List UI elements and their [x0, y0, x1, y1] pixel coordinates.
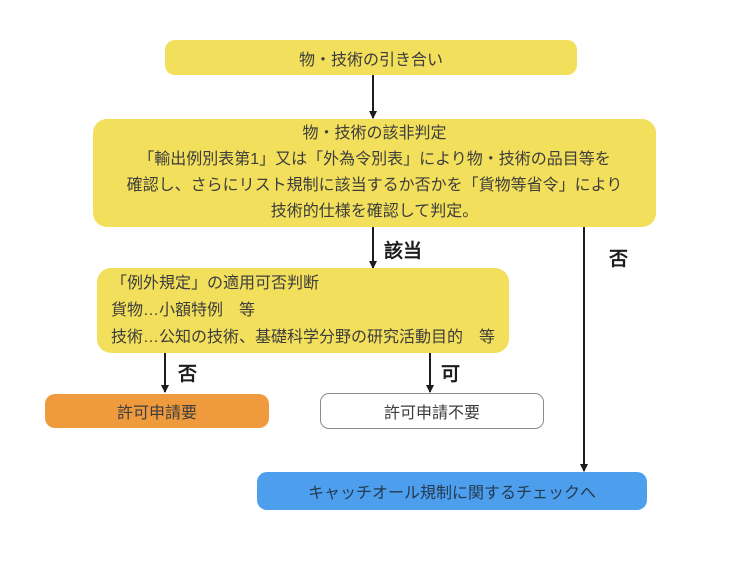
node-judgment-line: 確認し、さらにリスト規制に該当するか否かを「貨物等省令」により	[126, 177, 623, 194]
node-inquiry: 物・技術の引き合い	[165, 40, 577, 75]
node-catchall-check-label: キャッチオール規制に関するチェックへ	[307, 485, 596, 502]
arrow-judgment-to-exception	[372, 227, 374, 268]
node-license-required: 許可申請要	[45, 394, 269, 428]
node-exception-line: 技術…公知の技術、基礎科学分野の研究活動目的 等	[111, 329, 496, 346]
node-license-not-required: 許可申請不要	[320, 393, 544, 429]
edge-label-no-right: 否	[609, 249, 629, 270]
node-inquiry-label: 物・技術の引き合い	[298, 51, 443, 69]
node-judgment-line: 「輸出例別表第1」又は「外為令別表」により物・技術の品目等を	[138, 151, 611, 168]
edge-label-no-left: 否	[178, 364, 198, 385]
node-judgment-line: 技術的仕様を確認して判定。	[270, 203, 479, 220]
node-catchall-check: キャッチオール規制に関するチェックへ	[257, 472, 647, 510]
edge-label-applicable: 該当	[384, 241, 423, 262]
node-judgment-line: 物・技術の該非判定	[302, 125, 447, 142]
arrow-exception-to-not-required	[429, 353, 431, 392]
node-exception-line: 貨物…小額特例 等	[111, 302, 256, 319]
node-judgment: 物・技術の該非判定 「輸出例別表第1」又は「外為令別表」により物・技術の品目等を…	[93, 119, 656, 227]
edge-label-yes: 可	[441, 364, 461, 385]
node-license-not-required-label: 許可申請不要	[383, 405, 480, 422]
arrow-inquiry-to-judgment	[372, 75, 374, 118]
node-license-required-label: 許可申請要	[116, 405, 197, 422]
node-exception: 「例外規定」の適用可否判断 貨物…小額特例 等 技術…公知の技術、基礎科学分野の…	[97, 268, 509, 353]
arrow-judgment-to-catchall	[583, 227, 585, 471]
node-exception-line: 「例外規定」の適用可否判断	[111, 275, 320, 292]
arrow-exception-to-required	[164, 353, 166, 392]
